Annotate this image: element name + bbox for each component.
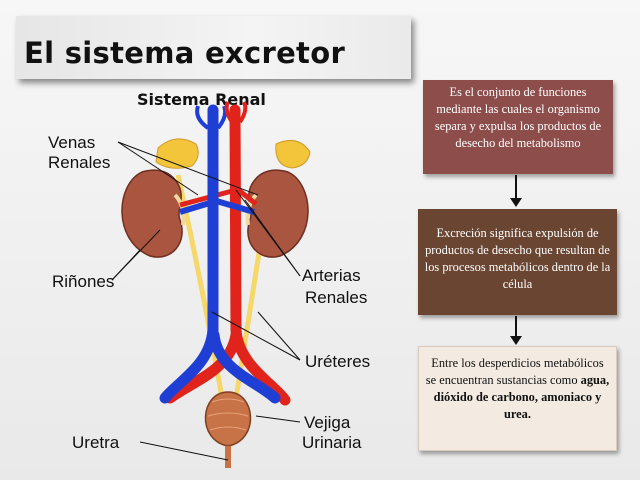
- right-renal-vein: [212, 197, 255, 215]
- upper-arteries: [224, 101, 248, 124]
- urethra: [225, 446, 231, 468]
- title-box: El sistema excretor: [16, 16, 411, 79]
- right-iliac-vein: [208, 329, 281, 404]
- label-vejiga-urinaria: Urinaria: [302, 433, 362, 452]
- arrow-down-2: [510, 316, 522, 345]
- bladder: [204, 391, 252, 447]
- label-venas: Venas: [48, 133, 95, 152]
- label-venas-renales: Renales: [48, 153, 110, 172]
- arrow-down-1: [510, 175, 522, 207]
- waste-text: Entre los desperdicios metabólicos se en…: [425, 356, 604, 387]
- renal-system-diagram: Sistema Renal Venas Renales Riñones Arte…: [48, 90, 370, 468]
- page-title: El sistema excretor: [24, 36, 346, 70]
- definition-box: Es el conjunto de funciones mediante las…: [423, 80, 613, 174]
- left-adrenal-gland: [155, 138, 199, 169]
- leader-lines: [111, 141, 301, 461]
- label-arterias: Arterias: [302, 266, 361, 285]
- diagram-heading: Sistema Renal: [137, 90, 266, 109]
- label-vejiga: Vejiga: [304, 413, 351, 432]
- excretion-box: Excreción significa expulsión de product…: [418, 209, 617, 315]
- left-kidney: [121, 169, 183, 258]
- bladder-texture: [207, 398, 249, 431]
- label-rinones: Riñones: [52, 272, 114, 291]
- right-adrenal-gland: [275, 139, 311, 169]
- right-kidney: [247, 169, 309, 258]
- left-iliac-artery: [164, 329, 242, 404]
- left-renal-vein: [179, 199, 214, 215]
- left-renal-pelvis: [173, 193, 186, 226]
- waste-box: Entre los desperdicios metabólicos se en…: [418, 346, 617, 451]
- label-arterias-renales: Renales: [305, 288, 367, 307]
- label-ureteres: Uréteres: [305, 352, 370, 371]
- label-uretra: Uretra: [72, 433, 120, 452]
- waste-substances: agua, dióxido de carbono, amoniaco y ure…: [433, 373, 610, 421]
- upper-veins: [195, 105, 228, 130]
- right-renal-artery: [234, 186, 258, 206]
